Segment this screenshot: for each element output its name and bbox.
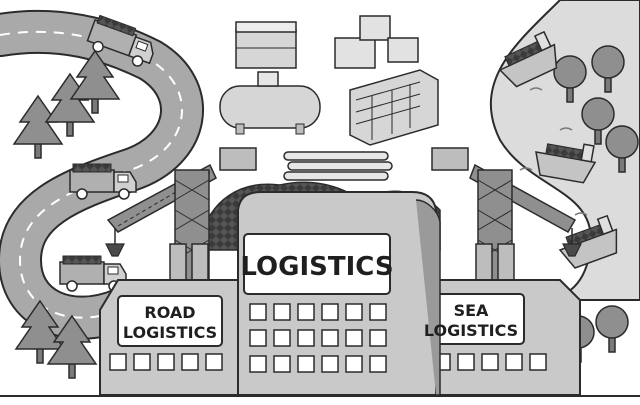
- warehouse-icon: [349, 69, 439, 146]
- box-stack-icon: [334, 15, 419, 69]
- tank-icon: [219, 71, 321, 135]
- road-sign-line2: LOGISTICS: [123, 323, 217, 342]
- sea-sign-line1: SEA: [454, 301, 489, 320]
- main-logistics-building: [237, 191, 441, 396]
- box-stack-icon: [235, 21, 297, 69]
- sea-sign-line2: LOGISTICS: [424, 321, 518, 340]
- tree-icon: [595, 305, 629, 353]
- main-sign-title: LOGISTICS: [240, 252, 393, 282]
- sea-logistics-building: [399, 279, 581, 396]
- road-sign-line1: ROAD: [144, 303, 195, 322]
- pipes-icon: [283, 151, 393, 181]
- road-logistics-building: [99, 279, 259, 396]
- tree-icon: [13, 95, 63, 159]
